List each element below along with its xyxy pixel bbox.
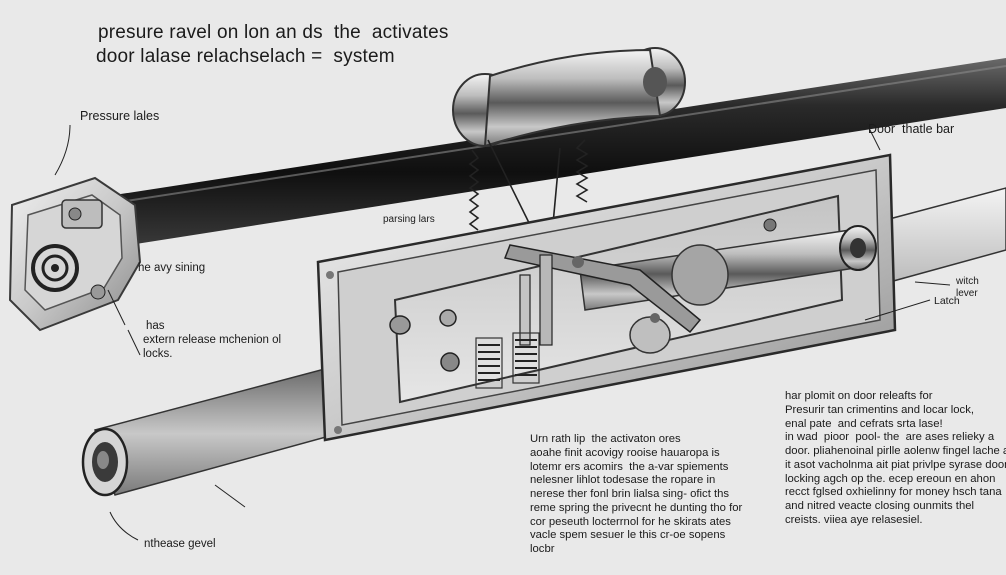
rod-clamp — [452, 47, 686, 148]
diagram-title-line-1: presure ravel on lon an ds the activates — [98, 22, 449, 43]
label-latch: Latch — [934, 295, 960, 307]
upper-push-bar — [95, 58, 1006, 248]
label-passing-bars: parsing lars — [383, 214, 435, 225]
leader-lines — [54, 124, 951, 541]
label-heavy-spring: he avy sining — [138, 262, 206, 274]
label-switch-lever: witch lever — [956, 276, 979, 299]
label-pressure-release: Pressure lales — [80, 109, 160, 123]
right-description: har plomit on door releafts for Presurir… — [785, 390, 1006, 527]
diagram-title-line-2: door lalase relachselach = system — [96, 46, 395, 67]
center-description: Urn rath lip the activaton ores aoahe fi… — [530, 433, 743, 556]
label-extern-release: extern release mchenion ol locks. — [143, 334, 282, 360]
left-mounting-bracket — [8, 176, 142, 332]
internal-mechanism — [389, 225, 877, 389]
label-door-bar: Door thatle bar — [868, 122, 955, 136]
label-release-lever: nthease gevel — [144, 538, 216, 550]
label-has: has — [146, 320, 165, 332]
